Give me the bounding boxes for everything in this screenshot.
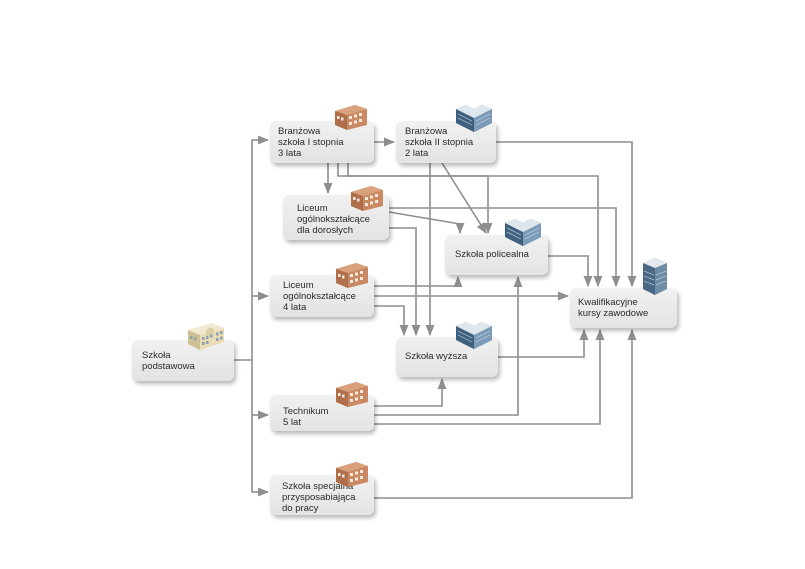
arrow-lod-to-wyz: [389, 227, 421, 337]
label-line: Liceum: [283, 280, 314, 291]
arrow-tech-to-wyz: [374, 377, 447, 407]
label-line: Szkoła specjalna: [282, 481, 354, 492]
label-line: 3 lata: [278, 148, 302, 159]
skyscraper-icon: [643, 258, 667, 295]
label-liceum-4: Liceum ogólnokształcące 4 lata: [283, 280, 356, 313]
brick-building-icon: [351, 186, 383, 211]
glass-office-building-icon: [456, 322, 492, 349]
arrow-lod-to-pol: [388, 211, 465, 235]
label-line: Kwalifikacyjne: [578, 297, 638, 308]
arrow-pol-to-kkz: [548, 255, 593, 288]
glass-office-building-icon: [505, 219, 541, 246]
arrow-sp-to-bs1: [234, 135, 270, 361]
node-kkz: [570, 288, 677, 328]
label-line: dla dorosłych: [297, 225, 353, 236]
label-kkz: Kwalifikacyjne kursy zawodowe: [578, 297, 648, 319]
label-line: Branżowa: [278, 126, 321, 137]
label-line: Liceum: [297, 203, 328, 214]
label-line: Szkoła wyższa: [405, 351, 468, 362]
label-szkola-policealna: Szkoła policealna: [455, 249, 529, 260]
brick-building-icon: [336, 263, 368, 288]
label-line: szkoła II stopnia: [405, 137, 474, 148]
label-szkola-specjalna: Szkoła specjalna przysposabiająca do pra…: [282, 481, 355, 514]
brick-building-icon: [336, 462, 368, 487]
node-branzowa-1: [270, 121, 374, 163]
label-line: 4 lata: [283, 302, 307, 313]
label-liceum-dorosli: Liceum ogólnokształcące dla dorosłych: [297, 203, 370, 236]
arrow-wyz-to-kkz: [498, 328, 589, 358]
label-technikum: Technikum 5 lat: [283, 406, 328, 428]
brick-building-icon: [336, 382, 368, 407]
label-line: szkoła I stopnia: [278, 137, 344, 148]
label-line: Szkoła policealna: [455, 249, 529, 260]
arrow-lo4-to-pol: [374, 275, 463, 288]
brick-building-icon: [335, 105, 367, 130]
label-line: przysposabiająca: [282, 492, 356, 503]
label-branzowa-1: Branżowa szkoła I stopnia 3 lata: [278, 126, 343, 159]
label-line: ogólnokształcące: [297, 214, 370, 225]
label-line: Technikum: [283, 406, 329, 417]
arrow-sp-to-spec: [251, 360, 270, 497]
glass-office-building-icon: [456, 105, 492, 132]
label-branzowa-2: Branżowa szkoła II stopnia 2 lata: [405, 126, 473, 159]
label-line: 2 lata: [405, 148, 429, 159]
arrow-bs1-to-kkz: [347, 163, 603, 288]
label-line: do pracy: [282, 503, 319, 514]
arrow-spec-to-kkz: [374, 328, 637, 499]
label-line: podstawowa: [142, 361, 195, 372]
label-line: 5 lat: [283, 417, 301, 428]
arrow-bs2-to-pol: [441, 162, 487, 234]
label-line: Branżowa: [405, 126, 448, 137]
arrow-lod-to-kkz: [389, 207, 621, 288]
label-szkola-podstawowa: Szkoła podstawowa: [142, 350, 195, 372]
arrow-tech-to-kkz: [374, 328, 605, 425]
arrow-lo4-to-wyz: [374, 305, 409, 337]
arrow-bs2-to-kkz: [496, 141, 637, 288]
label-line: kursy zawodowe: [578, 308, 649, 319]
label-line: Szkoła: [142, 350, 171, 361]
label-line: ogólnokształcące: [283, 291, 356, 302]
arrow-tech-to-pol: [374, 275, 523, 416]
label-szkola-wyzsza: Szkoła wyższa: [405, 351, 467, 362]
node-szkola-podstawowa: [132, 340, 234, 381]
school-building-icon: [188, 323, 224, 350]
